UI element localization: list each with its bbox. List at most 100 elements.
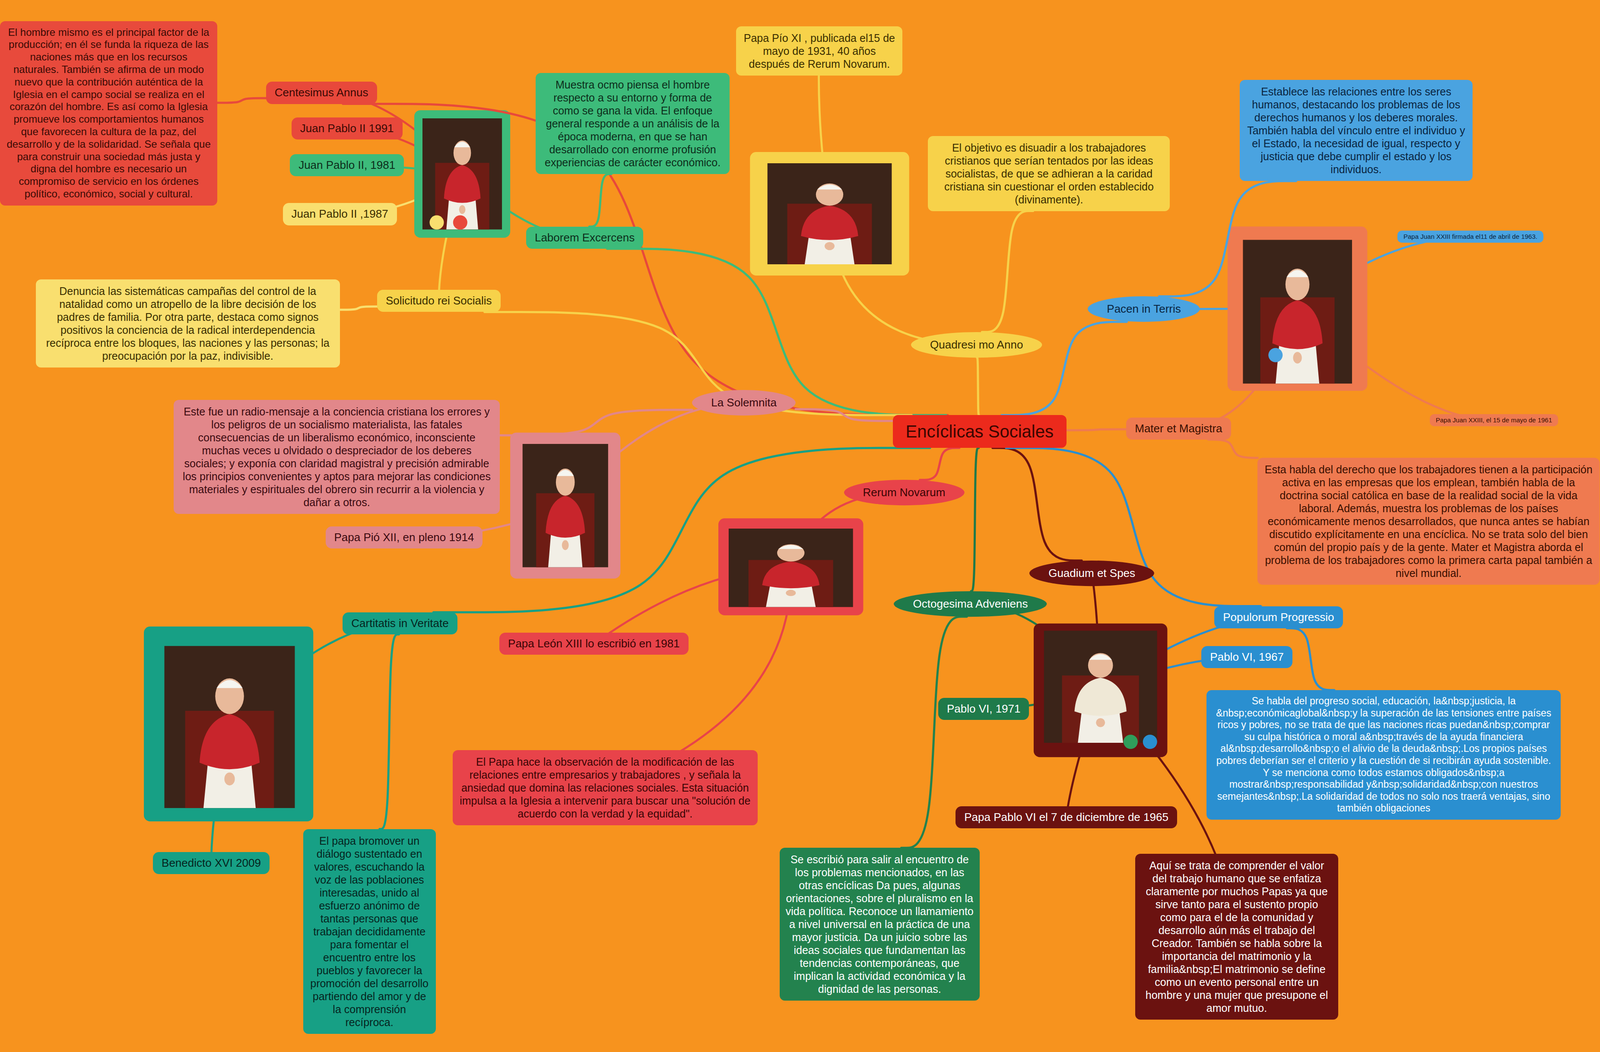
node-text: Esta habla del derecho que los trabajado…: [1263, 463, 1594, 580]
author-date-label: Pablo VI, 1967: [1201, 646, 1293, 669]
node-text: Denuncia las sistemáticas campañas del c…: [41, 284, 334, 363]
encyclical-label: Quadresi mo Anno: [911, 332, 1042, 358]
portrait-frame: [718, 518, 864, 616]
description-box: El Papa hace la observación de la modifi…: [452, 750, 758, 826]
encyclical-label: Solicitudo rei Socialis: [377, 289, 501, 312]
node-text: Pacen in Terris: [1106, 302, 1181, 316]
node-text: Juan Pablo II ,1987: [291, 207, 389, 221]
node-text: Muestra ocmo piensa el hombre respecto a…: [541, 78, 724, 169]
node-text: Este fue un radio-mensaje a la concienci…: [179, 405, 495, 509]
encyclical-label: Mater et Magistra: [1126, 417, 1231, 440]
connector-line: [379, 634, 400, 830]
pope-portrait: [728, 528, 854, 608]
connector-line: [1006, 447, 1261, 607]
author-date-label: Juan Pablo II 1991: [291, 117, 403, 140]
node-text: Papa León XIII lo escribió en 1981: [507, 637, 680, 651]
connector-line: [981, 211, 1033, 333]
description-box: Esta habla del derecho que los trabajado…: [1257, 457, 1600, 585]
ellipse-fill: [844, 479, 965, 506]
ellipse-fill: [692, 390, 796, 416]
encyclical-label: Populorum Progressio: [1214, 606, 1343, 629]
author-date-label: Papa Juan XXIII, el 15 de mayo de 1961: [1429, 414, 1559, 427]
node-text: Mater et Magistra: [1134, 422, 1223, 436]
ellipse-fill: [893, 591, 1047, 617]
encyclical-label: Laborem Excercens: [526, 226, 644, 249]
connector-line: [919, 447, 959, 480]
node-text: Juan Pablo II, 1981: [298, 158, 396, 172]
node-text: Establece las relaciones entre los seres…: [1245, 85, 1467, 176]
node-text: Pablo VI, 1971: [946, 702, 1021, 716]
portrait-frame: [749, 152, 910, 276]
description-box: Este fue un radio-mensaje a la concienci…: [173, 400, 501, 515]
author-date-label: Papa Pió XII, en pleno 1914: [325, 526, 483, 549]
node-text: Guadium et Spes: [1048, 566, 1136, 581]
marker-dot: [1123, 734, 1138, 750]
node-text: El Papa hace la observación de la modifi…: [458, 755, 752, 821]
portrait-frame: [143, 626, 314, 822]
connector-line: [795, 409, 893, 422]
node-text: Papa Pió XII, en pleno 1914: [334, 530, 475, 545]
node-text: Pablo VI, 1967: [1209, 650, 1284, 664]
node-text: Centesimus Annus: [274, 85, 369, 100]
author-date-label: Papa León XIII lo escribió en 1981: [499, 632, 689, 655]
node-text: Papa Pío XI , publicada el15 de mayo de …: [742, 31, 897, 71]
marker-dot: [1268, 348, 1283, 363]
node-text: Solicitudo rei Socialis: [385, 294, 493, 308]
central-topic: Encíclicas Sociales: [892, 415, 1067, 448]
node-text: Se habla del progreso social, educación,…: [1212, 695, 1555, 815]
node-text: Papa Juan XXIII firmada el11 de abril de…: [1403, 232, 1538, 241]
node-text: Papa Pablo VI el 7 de diciembre de 1965: [964, 810, 1169, 825]
marker-dot: [453, 215, 468, 230]
portrait-frame: [1227, 226, 1368, 391]
description-box: El hombre mismo es el principal factor d…: [0, 21, 218, 206]
pope-portrait: [767, 163, 892, 265]
portrait-frame: [510, 432, 621, 579]
description-box: Denuncia las sistemáticas campañas del c…: [35, 279, 340, 368]
connector-line: [1066, 429, 1127, 431]
encyclical-label: Rerum Novarum: [844, 479, 965, 506]
node-text: Papa Juan XXIII, el 15 de mayo de 1961: [1435, 416, 1553, 425]
node-text: La Solemnita: [711, 396, 777, 410]
date-box: Papa Pío XI , publicada el15 de mayo de …: [736, 26, 903, 76]
node-text: El papa bromover un diálogo sustentado e…: [309, 834, 430, 1029]
author-date-label: Juan Pablo II ,1987: [282, 203, 397, 226]
description-box: Establece las relaciones entre los seres…: [1239, 79, 1473, 181]
encyclical-label: Cartitatis in Veritate: [342, 612, 458, 635]
pope-portrait: [1242, 239, 1353, 384]
node-text: Encíclicas Sociales: [905, 421, 1054, 442]
node-text: El hombre mismo es el principal factor d…: [6, 26, 212, 201]
portrait-frame: [414, 110, 511, 238]
description-box: Se habla del progreso social, educación,…: [1206, 690, 1561, 820]
node-text: Se escribió para salir al encuentro de l…: [785, 853, 974, 996]
description-box: Se escribió para salir al encuentro de l…: [779, 847, 980, 1001]
connector-line: [971, 447, 979, 592]
connector-line: [1286, 628, 1334, 691]
description-box: El objetivo es disuadir a los trabajador…: [927, 136, 1170, 212]
node-text: Cartitatis in Veritate: [351, 616, 449, 631]
connector-line: [217, 98, 267, 103]
node-text: Aquí se trata de comprender el valor del…: [1141, 859, 1333, 1015]
ellipse-fill: [1029, 560, 1155, 587]
encyclical-label: La Solemnita: [692, 390, 796, 416]
connector-line: [992, 447, 1082, 561]
node-text: Rerum Novarum: [863, 485, 946, 500]
author-date-label: Benedicto XVI 2009: [152, 852, 270, 875]
description-box: El papa bromover un diálogo sustentado e…: [303, 829, 436, 1035]
node-text: Octogesima Adveniens: [912, 597, 1028, 611]
connector-line: [1158, 180, 1296, 297]
pope-portrait: [164, 646, 295, 809]
encyclical-label: Octogesima Adveniens: [893, 591, 1047, 617]
connector-line: [499, 409, 693, 436]
marker-dot: [429, 215, 445, 230]
node-text: Laborem Excercens: [534, 231, 635, 245]
node-text: Juan Pablo II 1991: [300, 121, 394, 136]
connector-line: [607, 248, 947, 416]
encyclical-label: Guadium et Spes: [1029, 560, 1155, 587]
node-text: Populorum Progressio: [1222, 610, 1334, 625]
marker-dot: [1142, 734, 1158, 750]
ellipse-fill: [911, 332, 1042, 358]
connector-line: [977, 357, 980, 416]
author-date-label: Juan Pablo II, 1981: [289, 154, 404, 177]
pope-portrait: [422, 118, 502, 230]
